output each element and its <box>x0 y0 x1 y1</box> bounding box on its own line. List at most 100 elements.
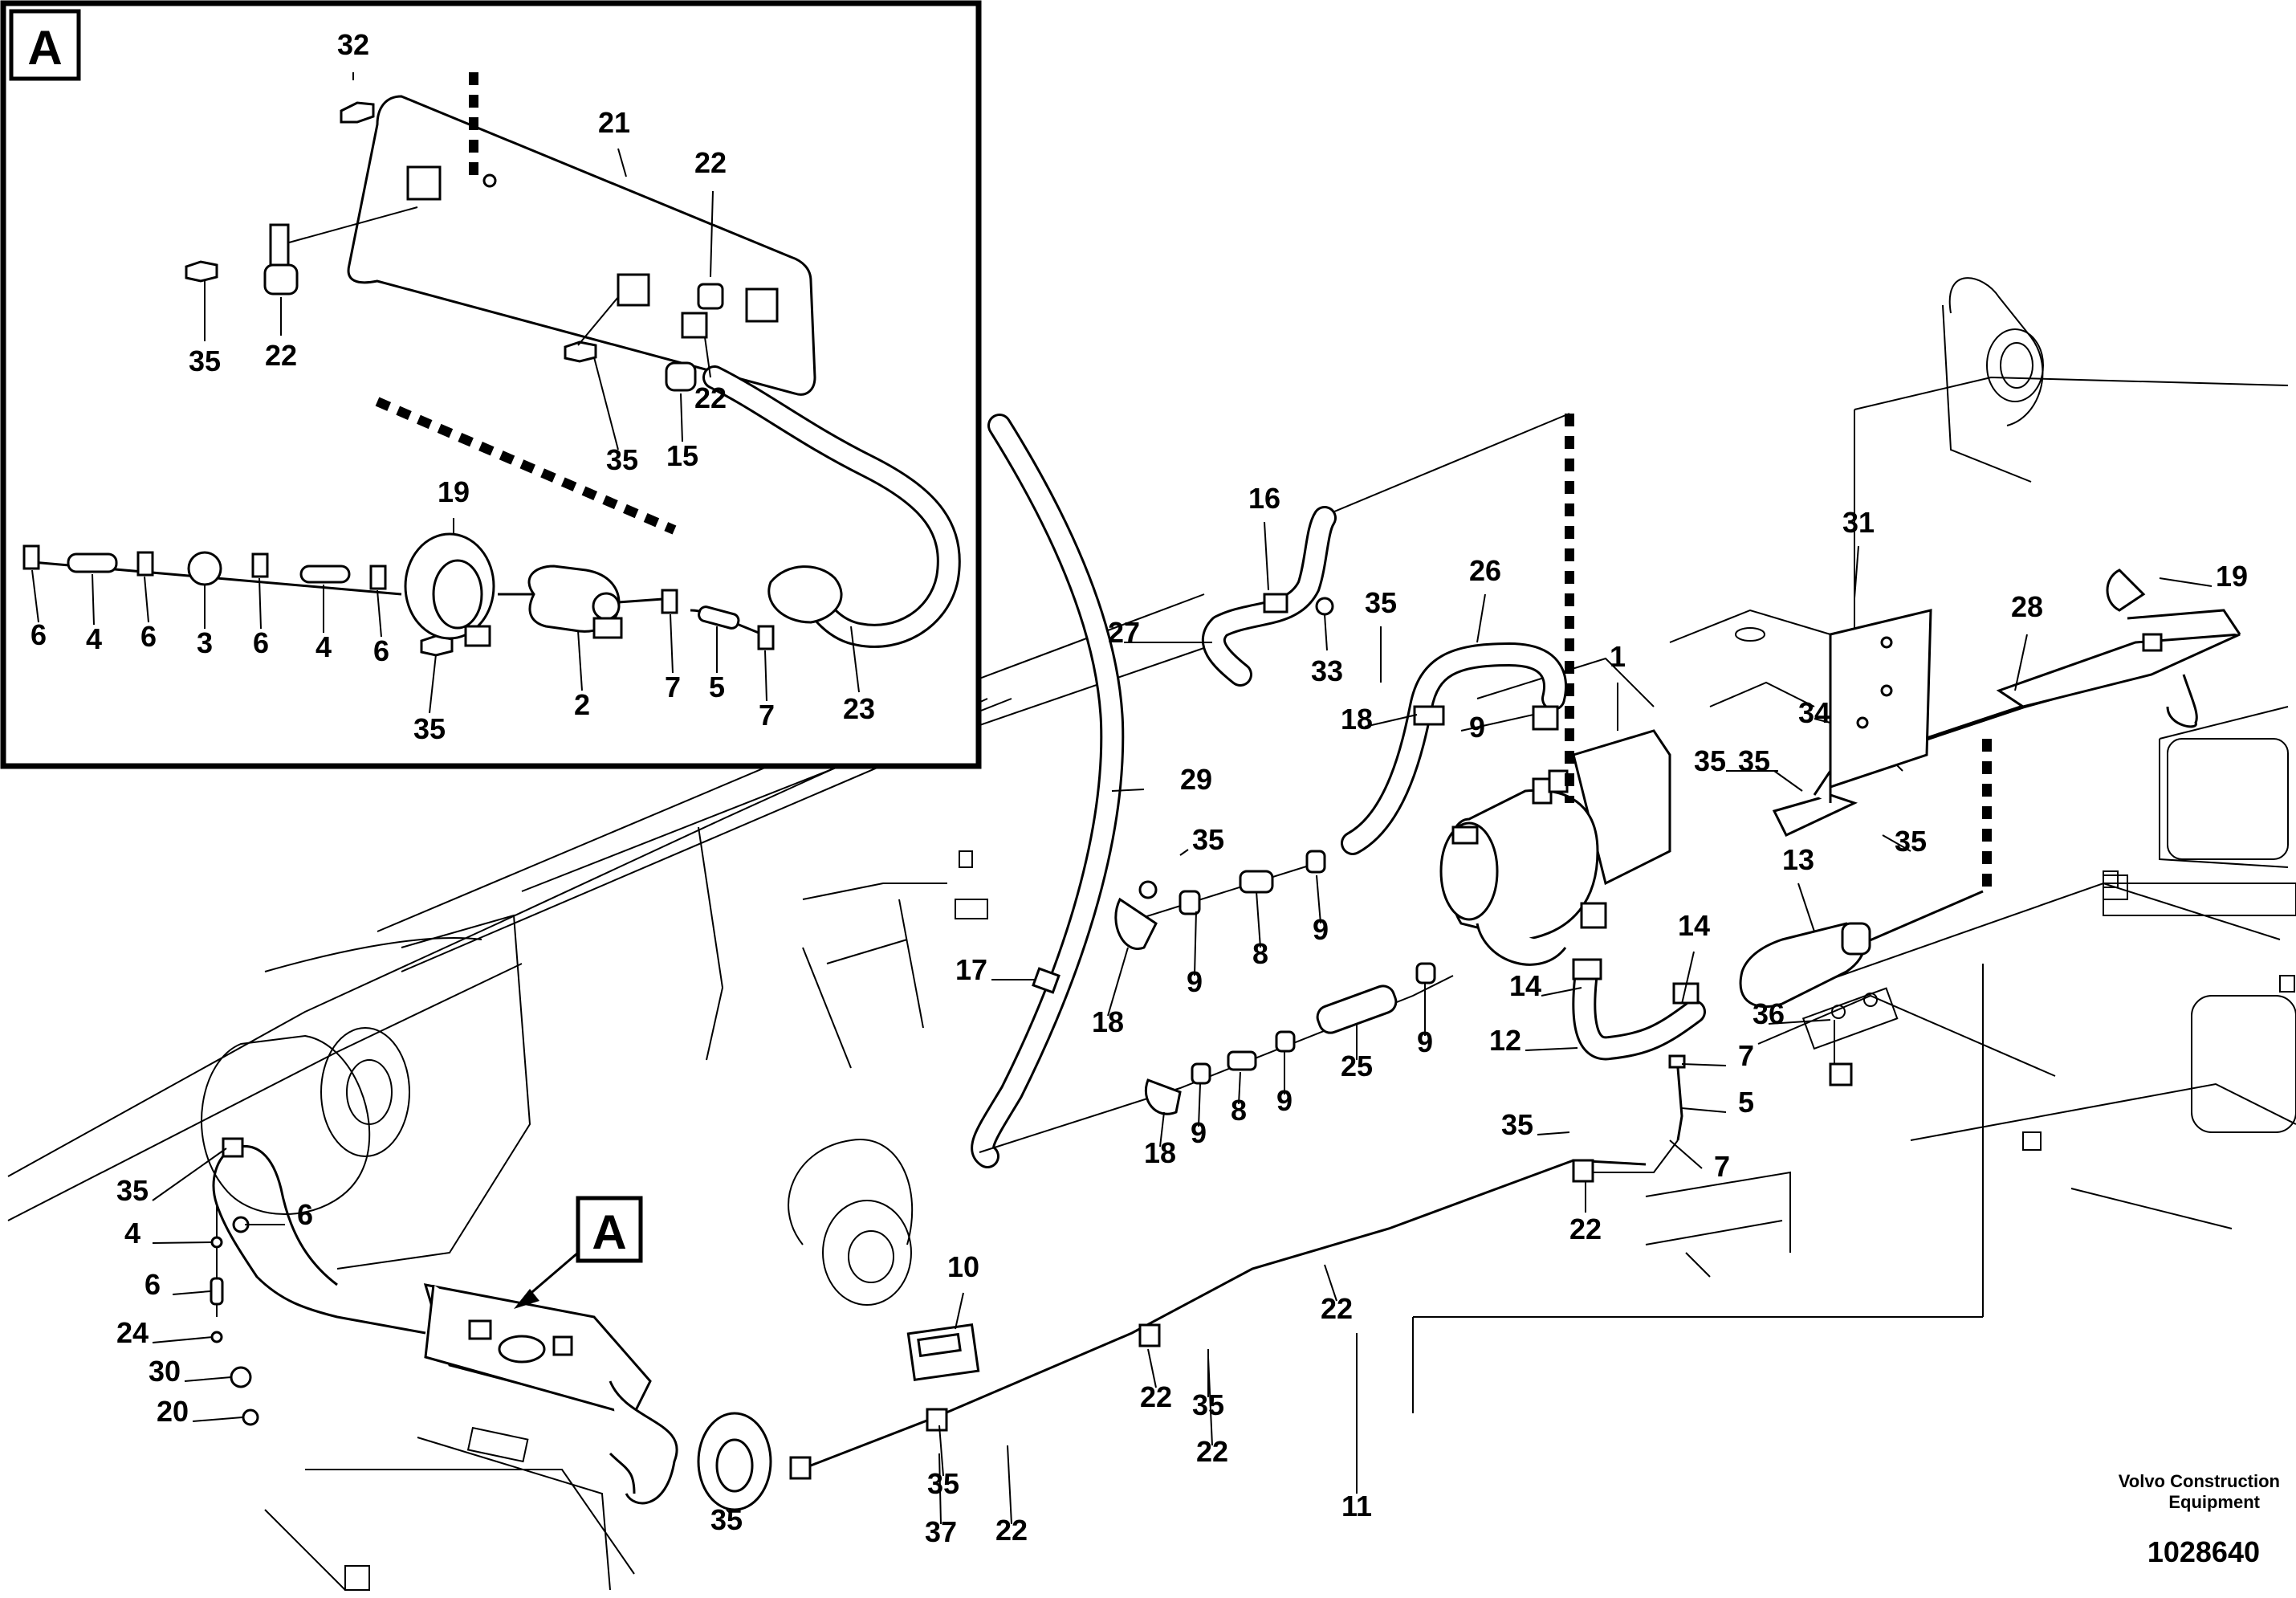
part-number-label: 9 <box>1469 711 1485 744</box>
part-number-label: 4 <box>86 622 102 655</box>
part-number-label: 1 <box>1610 640 1626 673</box>
leader-line <box>704 336 711 378</box>
part-number-label: 10 <box>947 1250 979 1283</box>
part-number-label: 14 <box>1509 969 1541 1002</box>
leader-line <box>617 148 627 177</box>
part-number-label: 30 <box>149 1355 181 1388</box>
part-number-label: 22 <box>1321 1292 1353 1325</box>
leader-line <box>152 1148 227 1201</box>
part-number-label: 18 <box>1144 1136 1176 1169</box>
callout-a: A <box>514 1196 643 1309</box>
leader-line <box>850 626 860 693</box>
part-number-label: 29 <box>1180 763 1212 796</box>
callout-a-box <box>576 1196 643 1263</box>
part-number-label: 8 <box>1231 1094 1247 1127</box>
part-number-label: 15 <box>666 439 698 472</box>
leader-line <box>1669 1139 1703 1169</box>
part-number-label: 6 <box>373 634 389 667</box>
inset-a: A <box>0 0 982 769</box>
leader-line <box>192 1417 243 1422</box>
part-number-label: 6 <box>140 620 157 653</box>
leader-line <box>1198 1083 1201 1127</box>
leader-line <box>1681 1063 1727 1066</box>
leader-line <box>1238 1071 1241 1105</box>
leader-line <box>2159 577 2213 587</box>
part-number-label: 5 <box>1738 1086 1754 1119</box>
part-number-label: 13 <box>1782 843 1814 876</box>
part-number-label: 19 <box>438 475 470 508</box>
leader-line <box>2014 634 2028 691</box>
part-number-label: 35 <box>1192 1388 1224 1421</box>
leader-line <box>1111 789 1145 792</box>
part-number-label: 22 <box>694 381 727 414</box>
leader-line <box>577 630 583 691</box>
silencer-13 <box>1739 890 1984 1009</box>
leader-line <box>1007 1445 1012 1525</box>
leader-line <box>429 654 437 714</box>
harness-11 <box>210 1137 426 1426</box>
part-number-label: 35 <box>1895 825 1927 858</box>
leader-line <box>1814 718 1831 724</box>
part-number-label: 6 <box>297 1198 313 1231</box>
leader-line <box>1476 593 1486 643</box>
leader-line <box>1147 1348 1157 1388</box>
part-number-label: 19 <box>2216 560 2248 593</box>
leader-line <box>152 1336 214 1343</box>
leader-line <box>377 589 382 638</box>
footer-ref-number: 1028640 <box>2147 1535 2260 1568</box>
leader-line <box>1264 521 1269 591</box>
part-number-label: 35 <box>1501 1108 1533 1141</box>
part-number-label: 3 <box>197 626 213 659</box>
part-number-label: 17 <box>955 953 987 986</box>
part-number-label: 23 <box>843 692 875 725</box>
heater-unit <box>1439 729 1671 966</box>
leader-line <box>1797 883 1815 932</box>
leader-line <box>1460 714 1534 732</box>
bracket-31 <box>1772 609 1932 837</box>
part-number-label: 7 <box>665 671 681 703</box>
hose-27 <box>1201 506 1337 687</box>
fitting-row-lower <box>979 962 1454 1153</box>
part-number-label: 35 <box>1365 586 1397 619</box>
leader-line <box>1768 1019 1831 1025</box>
part-number-label: 22 <box>694 146 727 179</box>
part-number-label: 16 <box>1248 482 1280 515</box>
part-number-label: 26 <box>1469 554 1501 587</box>
part-number-label: 6 <box>145 1268 161 1301</box>
part-number-label: 33 <box>1311 654 1343 687</box>
part-number-label: 22 <box>995 1514 1028 1547</box>
timer-unit-20 <box>906 1323 980 1381</box>
part-number-label: 22 <box>1140 1380 1172 1413</box>
part-number-label: 2 <box>574 688 590 721</box>
part-number-label: 8 <box>1252 937 1268 970</box>
part-number-label: 9 <box>1313 913 1329 946</box>
leader-line <box>1107 947 1129 1017</box>
part-number-label: 9 <box>1187 965 1203 998</box>
leader-line <box>670 614 674 674</box>
part-number-label: 37 <box>925 1515 957 1548</box>
part-number-label: 9 <box>1276 1084 1293 1117</box>
leader-line <box>1194 911 1197 976</box>
part-number-label: 12 <box>1489 1024 1521 1057</box>
part-number-label: 18 <box>1341 703 1373 736</box>
footer-company-line2: Equipment <box>2168 1492 2260 1512</box>
part-number-label: 35 <box>927 1467 959 1500</box>
leader-line <box>1854 545 1859 599</box>
part-number-label: 9 <box>1191 1116 1207 1149</box>
hose-12 <box>1572 958 1706 1061</box>
leader-line <box>726 1509 731 1514</box>
cable-10 <box>789 1159 1647 1480</box>
part-number-label: 35 <box>1738 744 1770 777</box>
leader-line <box>184 1376 232 1382</box>
part-number-label: 22 <box>1196 1435 1228 1468</box>
leader-line <box>1179 849 1189 856</box>
part-number-label: 21 <box>598 106 630 139</box>
part-number-label: 35 <box>1192 823 1224 856</box>
part-number-label: 35 <box>413 712 446 745</box>
leader-line <box>1256 891 1261 948</box>
leader-line <box>593 357 619 450</box>
fitting-row-upper <box>1114 850 1326 951</box>
part-number-label: 11 <box>1341 1490 1372 1523</box>
part-number-label: 7 <box>759 699 775 732</box>
leader-line <box>92 573 95 626</box>
